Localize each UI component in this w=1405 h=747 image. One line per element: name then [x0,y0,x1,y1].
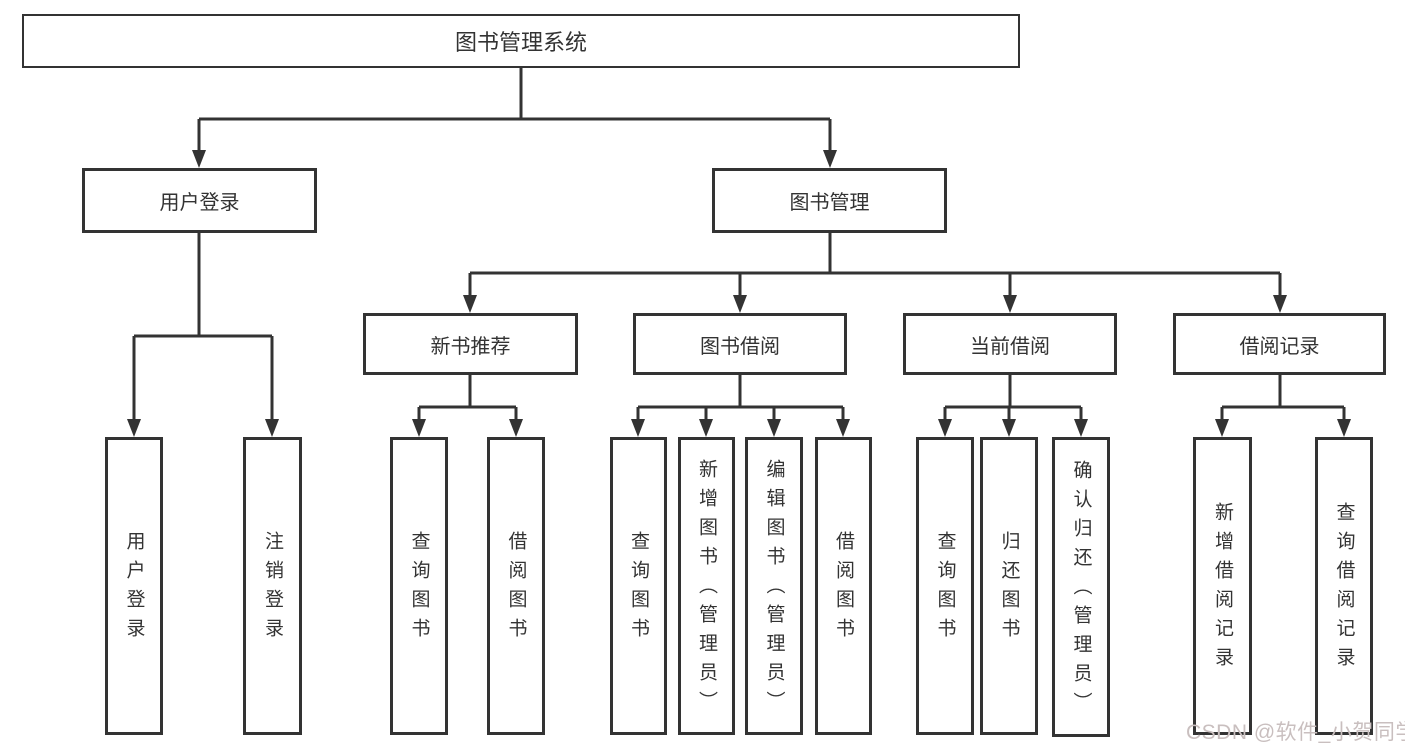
leaf-query-books-2: 查询图书 [610,437,667,735]
leaf-confirm-return-admin: 确认归还（管理员） [1052,437,1110,737]
leaf-return-books: 归还图书 [980,437,1038,735]
branch-current-borrow [943,375,1083,422]
leaf-query-books-3: 查询图书 [916,437,974,735]
node-borrowing-records: 借阅记录 [1173,313,1386,375]
branch-borrow-records [1220,375,1346,422]
branch-book-mgmt [468,233,1282,298]
leaf-add-borrow-record: 新增借阅记录 [1193,437,1252,735]
leaf-borrow-books-2: 借阅图书 [815,437,872,735]
csdn-watermark: CSDN @软件_小贺同学 [1186,721,1405,744]
node-book-borrowing: 图书借阅 [633,313,847,375]
node-current-borrowing: 当前借阅 [903,313,1117,375]
leaf-query-books-1: 查询图书 [390,437,448,735]
leaf-borrow-books-1: 借阅图书 [487,437,545,735]
leaf-query-borrow-record: 查询借阅记录 [1315,437,1373,735]
node-book-management: 图书管理 [712,168,947,233]
leaf-user-login: 用户登录 [105,437,163,735]
branch-new-book-rec [417,375,518,422]
leaf-logout: 注销登录 [243,437,302,735]
node-user-login: 用户登录 [82,168,317,233]
branch-root [197,68,832,152]
branch-book-borrow [636,375,845,422]
node-library-management-system: 图书管理系统 [22,14,1020,68]
leaf-add-books-admin: 新增图书（管理员） [678,437,735,735]
branch-user-login [132,233,274,422]
arrowheads [127,150,1351,437]
leaf-edit-books-admin: 编辑图书（管理员） [745,437,803,735]
node-new-book-recommend: 新书推荐 [363,313,578,375]
